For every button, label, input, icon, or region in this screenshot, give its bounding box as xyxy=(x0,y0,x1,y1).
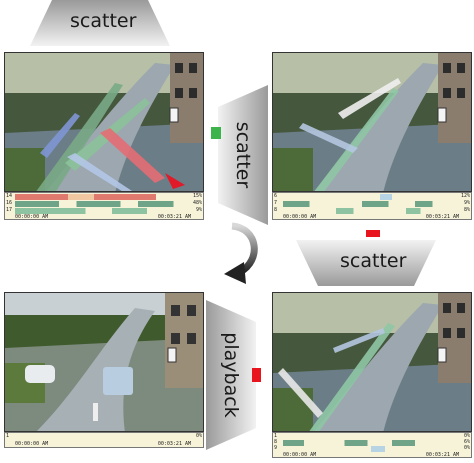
timeline-row[interactable]: 8 8% xyxy=(273,207,471,214)
tab-label: scatter xyxy=(70,10,137,32)
row-percent: 12% xyxy=(460,193,470,199)
time-end: 00:03:21 AM xyxy=(157,214,191,220)
row-number: 8 xyxy=(274,207,278,213)
playback-view[interactable] xyxy=(4,292,204,432)
timeline-row[interactable]: 17 9% xyxy=(5,207,203,214)
tab-label: playback xyxy=(220,332,242,418)
tab-shape xyxy=(218,85,268,225)
row-number: 1 xyxy=(274,433,278,439)
red-indicator xyxy=(252,368,261,382)
row-number: 14 xyxy=(6,193,13,199)
row-percent: 9% xyxy=(195,207,202,213)
row-percent: 15% xyxy=(192,193,202,199)
video-panel-bottom-left[interactable]: 1 0% 00:00:00 AM 00:03:21 AM xyxy=(4,292,204,448)
scatter-tab-right-upper[interactable]: scatter xyxy=(218,85,268,225)
timeline-bar xyxy=(283,446,459,452)
timeline-row[interactable]: 7 9% xyxy=(273,200,471,207)
timeline-times: 00:00:00 AM 00:03:21 AM xyxy=(5,441,203,447)
timeline-row[interactable]: 1 0% xyxy=(273,433,471,440)
row-percent: 8% xyxy=(463,207,470,213)
row-number: 17 xyxy=(6,207,13,213)
row-number: 8 xyxy=(274,439,278,445)
timeline-bar xyxy=(15,208,191,214)
timeline-bar xyxy=(283,208,459,214)
curved-arrow-icon xyxy=(218,222,266,288)
timeline[interactable]: 1 0% 00:00:00 AM 00:03:21 AM xyxy=(4,432,204,448)
timeline-row[interactable]: 16 48% xyxy=(5,200,203,207)
timeline-bar xyxy=(15,201,191,207)
tab-label: scatter xyxy=(340,250,407,272)
video-panel-top-left[interactable]: 14 15% 16 48% 17 9% 00:00:00 AM 00:03:21… xyxy=(4,52,204,220)
car xyxy=(25,365,55,383)
timeline-row[interactable]: 9 0% xyxy=(273,445,471,452)
timeline-bar xyxy=(283,434,459,440)
street-scene xyxy=(273,53,471,191)
time-end: 00:03:21 AM xyxy=(425,214,459,220)
scatter-tab-top[interactable]: scatter xyxy=(30,0,170,46)
playback-tab[interactable]: playback xyxy=(206,300,256,450)
timeline-row[interactable]: 6 12% xyxy=(273,193,471,200)
timeline-times: 00:00:00 AM 00:03:21 AM xyxy=(273,452,471,458)
row-percent: 6% xyxy=(463,439,470,445)
timeline-bar xyxy=(283,194,459,200)
timeline-row[interactable]: 8 6% xyxy=(273,439,471,446)
row-percent: 0% xyxy=(463,445,470,451)
timeline-bar xyxy=(283,201,459,207)
row-number: 1 xyxy=(6,433,10,439)
tab-shape xyxy=(296,240,436,286)
street-scene xyxy=(5,53,203,191)
green-indicator xyxy=(211,127,221,139)
timeline-bar xyxy=(283,440,459,446)
row-number: 9 xyxy=(274,445,278,451)
time-start: 00:00:00 AM xyxy=(283,452,317,458)
row-percent: 0% xyxy=(463,433,470,439)
timeline[interactable]: 6 12% 7 9% 8 8% 00:00:00 AM 00:03:21 AM xyxy=(272,192,472,220)
time-start: 00:00:00 AM xyxy=(15,214,49,220)
tab-shape xyxy=(206,300,256,450)
van xyxy=(103,367,133,395)
timeline-row[interactable]: 14 15% xyxy=(5,193,203,200)
row-percent: 48% xyxy=(192,200,202,206)
row-percent: 9% xyxy=(463,200,470,206)
street-scene xyxy=(273,293,471,431)
street-scene xyxy=(5,293,203,431)
video-panel-bottom-right[interactable]: 1 0% 8 6% 9 0% 00:00:00 AM 00:03:21 AM xyxy=(272,292,472,458)
timeline-row[interactable]: 1 0% xyxy=(5,433,203,440)
timeline-bar xyxy=(15,434,191,440)
scatter-tab-right-lower[interactable]: scatter xyxy=(296,240,436,286)
row-percent: 0% xyxy=(195,433,202,439)
scatter-view[interactable] xyxy=(272,292,472,432)
row-number: 7 xyxy=(274,200,278,206)
timeline-bar xyxy=(15,194,191,200)
red-indicator xyxy=(366,230,380,237)
scatter-view[interactable] xyxy=(272,52,472,192)
tab-shape xyxy=(30,0,170,46)
video-panel-top-right[interactable]: 6 12% 7 9% 8 8% 00:00:00 AM 00:03:21 AM xyxy=(272,52,472,220)
timeline[interactable]: 14 15% 16 48% 17 9% 00:00:00 AM 00:03:21… xyxy=(4,192,204,220)
timeline-times: 00:00:00 AM 00:03:21 AM xyxy=(273,214,471,220)
time-start: 00:00:00 AM xyxy=(283,214,317,220)
time-end: 00:03:21 AM xyxy=(425,452,459,458)
timeline[interactable]: 1 0% 8 6% 9 0% 00:00:00 AM 00:03:21 AM xyxy=(272,432,472,458)
timeline-times: 00:00:00 AM 00:03:21 AM xyxy=(5,214,203,220)
scatter-view[interactable] xyxy=(4,52,204,192)
time-start: 00:00:00 AM xyxy=(15,441,49,447)
tab-label: scatter xyxy=(232,121,254,189)
time-end: 00:03:21 AM xyxy=(157,441,191,447)
row-number: 16 xyxy=(6,200,13,206)
row-number: 6 xyxy=(274,193,278,199)
